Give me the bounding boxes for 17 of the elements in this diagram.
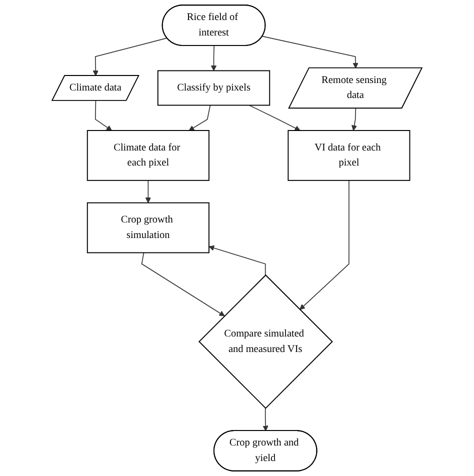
node-box: Classify by pixels: [157, 70, 270, 106]
arrow: [94, 100, 112, 131]
arrow: [262, 408, 268, 432]
node-diamond: Compare simulated and measured VIs: [198, 274, 333, 409]
arrow: [262, 36, 358, 68]
arrow: [141, 252, 225, 316]
arrow: [188, 104, 211, 131]
node-box: Crop growth simulation: [86, 202, 210, 254]
arrow: [210, 45, 217, 71]
arrow: [352, 108, 358, 131]
arrow: [208, 245, 266, 276]
node-box: Climate data for each pixel: [86, 130, 210, 181]
arrow: [300, 180, 350, 310]
arrow: [248, 104, 300, 131]
node-box: VI data for each pixel: [288, 130, 410, 181]
arrow: [145, 180, 151, 204]
arrow: [92, 38, 168, 76]
